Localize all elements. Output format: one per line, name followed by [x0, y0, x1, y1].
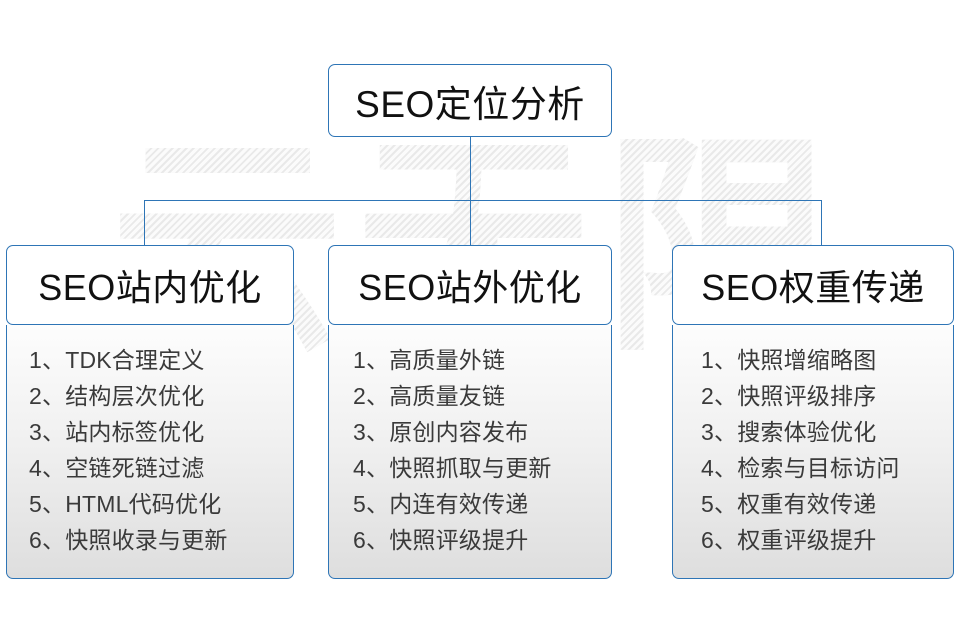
column-seo-onsite: SEO站内优化 1、TDK合理定义 2、结构层次优化 3、站内标签优化 4、空链… [6, 245, 294, 579]
list-item: 4、空链死链过滤 [29, 455, 205, 481]
column-seo-weight-transfer: SEO权重传递 1、快照增缩略图 2、快照评级排序 3、搜索体验优化 4、检索与… [672, 245, 954, 579]
list-item: 3、原创内容发布 [353, 419, 529, 445]
connector-root-stem [470, 137, 471, 201]
column-seo-offsite: SEO站外优化 1、高质量外链 2、高质量友链 3、原创内容发布 4、快照抓取与… [328, 245, 612, 579]
column-1-list: 1、TDK合理定义 2、结构层次优化 3、站内标签优化 4、空链死链过滤 5、H… [7, 342, 293, 558]
list-item: 3、搜索体验优化 [701, 419, 877, 445]
column-2-title: SEO站外优化 [358, 267, 582, 308]
connector-horizontal-bus [144, 200, 822, 201]
connector-drop-column-3 [821, 200, 822, 246]
column-1-header[interactable]: SEO站内优化 [6, 245, 294, 325]
list-item: 6、权重评级提升 [701, 527, 877, 553]
list-item: 4、检索与目标访问 [701, 455, 900, 481]
column-1-body: 1、TDK合理定义 2、结构层次优化 3、站内标签优化 4、空链死链过滤 5、H… [6, 325, 294, 579]
column-3-list: 1、快照增缩略图 2、快照评级排序 3、搜索体验优化 4、检索与目标访问 5、权… [673, 342, 953, 558]
list-item: 2、快照评级排序 [701, 383, 877, 409]
list-item: 2、结构层次优化 [29, 383, 205, 409]
list-item: 6、快照收录与更新 [29, 527, 228, 553]
connector-drop-column-1 [144, 200, 145, 246]
column-2-header[interactable]: SEO站外优化 [328, 245, 612, 325]
list-item: 1、高质量外链 [353, 347, 506, 373]
column-3-title: SEO权重传递 [701, 267, 925, 308]
column-3-header[interactable]: SEO权重传递 [672, 245, 954, 325]
column-2-list: 1、高质量外链 2、高质量友链 3、原创内容发布 4、快照抓取与更新 5、内连有… [329, 342, 611, 558]
list-item: 1、TDK合理定义 [29, 347, 205, 373]
column-2-body: 1、高质量外链 2、高质量友链 3、原创内容发布 4、快照抓取与更新 5、内连有… [328, 325, 612, 579]
list-item: 5、权重有效传递 [701, 491, 877, 517]
list-item: 4、快照抓取与更新 [353, 455, 552, 481]
list-item: 5、内连有效传递 [353, 491, 529, 517]
list-item: 5、HTML代码优化 [29, 491, 222, 517]
column-1-title: SEO站内优化 [38, 267, 262, 308]
list-item: 3、站内标签优化 [29, 419, 205, 445]
list-item: 1、快照增缩略图 [701, 347, 877, 373]
root-node[interactable]: SEO定位分析 [328, 64, 612, 137]
list-item: 6、快照评级提升 [353, 527, 529, 553]
root-node-title: SEO定位分析 [355, 83, 585, 125]
connector-drop-column-2 [470, 200, 471, 246]
list-item: 2、高质量友链 [353, 383, 506, 409]
column-3-body: 1、快照增缩略图 2、快照评级排序 3、搜索体验优化 4、检索与目标访问 5、权… [672, 325, 954, 579]
